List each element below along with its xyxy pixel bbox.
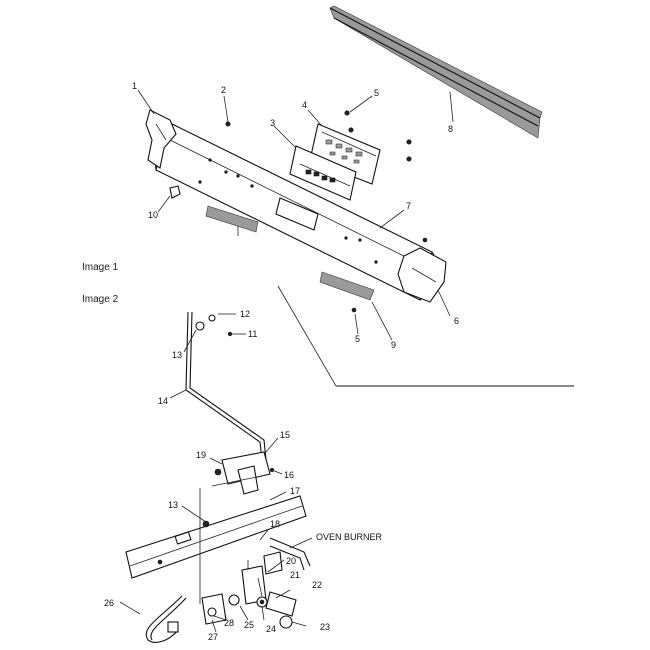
callout-4: 4 — [302, 100, 307, 110]
leader-diagonal — [277, 285, 337, 387]
callout-21: 21 — [290, 570, 300, 580]
callout-26: 26 — [104, 598, 114, 608]
caption-image2: Image 2 — [82, 294, 119, 305]
callout-13-bottom: 13 — [168, 500, 178, 510]
callout-20: 20 — [286, 556, 296, 566]
valve-assembly — [228, 560, 297, 629]
callout-28: 28 — [224, 618, 234, 628]
panel-brackets — [205, 205, 375, 313]
callout-19: 19 — [196, 450, 206, 460]
callout-27: 27 — [208, 632, 218, 642]
callout-22: 22 — [312, 580, 322, 590]
callout-14: 14 — [158, 396, 168, 406]
clip-10 — [169, 185, 181, 199]
valve-bracket — [211, 451, 275, 495]
callout-5-bottom: 5 — [355, 334, 360, 344]
callout-24: 24 — [266, 624, 276, 634]
callout-12: 12 — [240, 309, 250, 319]
screws-top — [225, 110, 428, 243]
gas-tube — [145, 593, 227, 643]
callout-3: 3 — [270, 118, 275, 128]
clock-board — [309, 123, 381, 185]
oven-burner-label: OVEN BURNER — [316, 532, 383, 542]
manifold-plate — [125, 488, 307, 604]
callout-1: 1 — [132, 81, 137, 91]
caption-image1: Image 1 — [82, 262, 119, 273]
end-cap-right — [397, 247, 447, 303]
callout-17: 17 — [290, 486, 300, 496]
callout-6: 6 — [454, 316, 459, 326]
callout-10: 10 — [148, 210, 158, 220]
callout-2: 2 — [221, 85, 226, 95]
callout-8-top: 8 — [448, 124, 453, 134]
burner-tube — [263, 537, 311, 575]
ignitor-rod — [185, 311, 267, 461]
callout-25: 25 — [244, 620, 254, 630]
callout-5-top: 5 — [374, 88, 379, 98]
callout-11: 11 — [248, 329, 257, 339]
callout-16: 16 — [284, 470, 294, 480]
overlay-panel — [289, 145, 357, 201]
callout-13-top: 13 — [172, 350, 182, 360]
callout-7: 7 — [406, 201, 411, 211]
callout-15: 15 — [280, 430, 290, 440]
callout-18: 18 — [270, 519, 280, 529]
trim-strip — [329, 5, 543, 139]
end-cap-left — [145, 109, 177, 169]
callout-23: 23 — [320, 622, 330, 632]
leaders-image2 — [119, 313, 313, 633]
callout-9: 9 — [391, 340, 396, 350]
leader-8-top — [449, 91, 454, 123]
leaders-image1 — [137, 89, 451, 341]
